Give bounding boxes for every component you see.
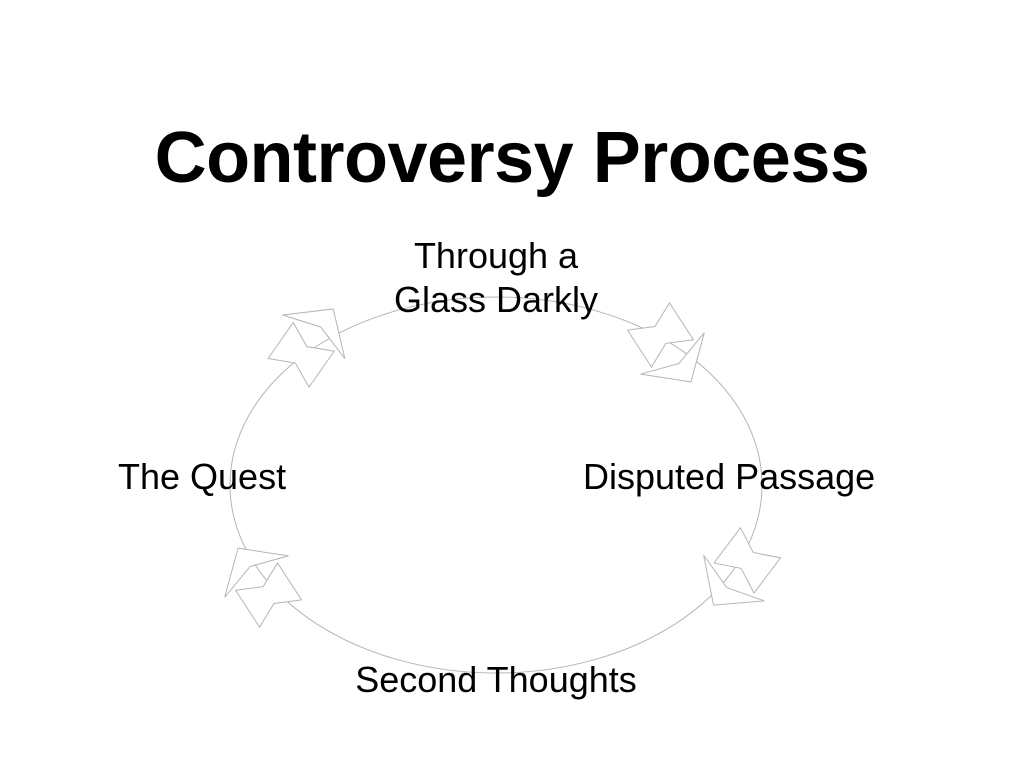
cycle-arrow-bottom-right <box>703 526 782 606</box>
cycle-label-disputed-passage: Disputed Passage <box>583 456 876 497</box>
cycle-arrow-top-left <box>267 308 346 389</box>
cycle-label-through-a-glass-darkly: Through a Glass Darkly <box>393 235 599 320</box>
cycle-label-second-thoughts: Second Thoughts <box>355 659 637 700</box>
cycle-arrow-top-right <box>626 301 705 383</box>
cycle-arrow-bottom-left <box>224 547 303 629</box>
cycle-label-the-quest: The Quest <box>118 456 287 497</box>
page-title: Controversy Process <box>154 118 870 198</box>
cycle-ring-ellipse <box>229 296 763 674</box>
